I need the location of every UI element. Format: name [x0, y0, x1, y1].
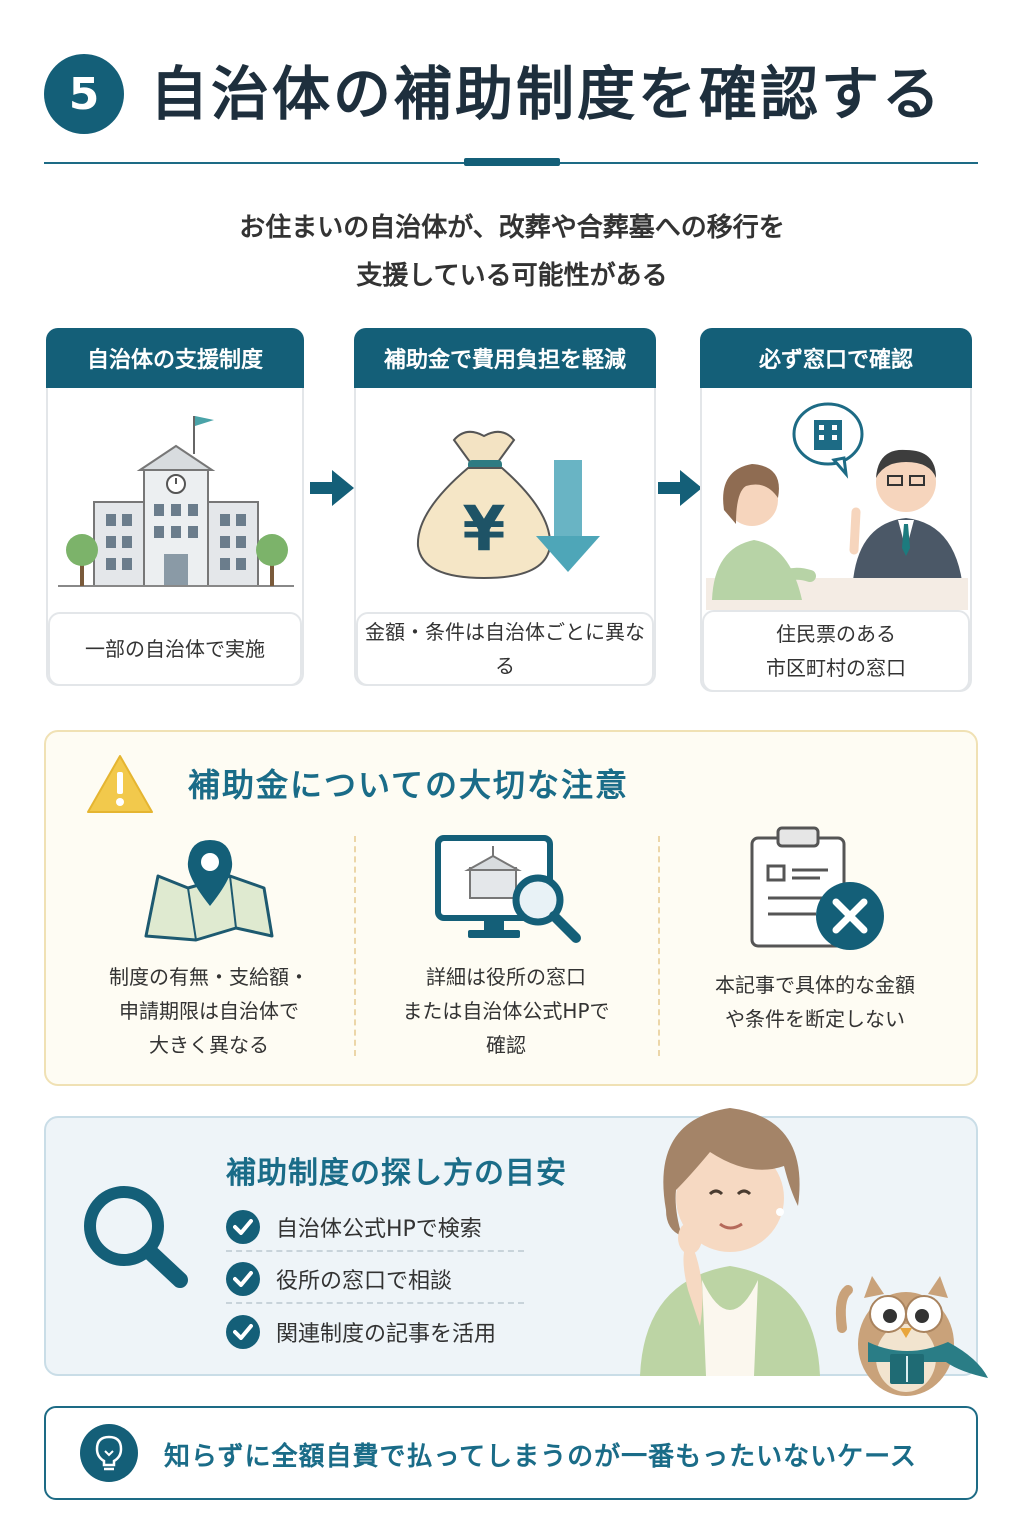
- lightbulb-icon: [80, 1424, 138, 1482]
- caution-title: 補助金についての大切な注意: [188, 766, 630, 804]
- caution-item: 制度の有無・支給額・ 申請期限は自治体で 大きく異なる: [109, 965, 309, 1057]
- step-number: 5: [68, 68, 100, 120]
- caution-item: 詳細は役所の窓口 または自治体公式HPで 確認: [402, 965, 610, 1057]
- search-guide-item: 自治体公式HPで検索: [226, 1204, 524, 1252]
- caution-item: 本記事で具体的な金額 や条件を断定しない: [715, 973, 915, 1031]
- search-guide-panel: [44, 1116, 978, 1376]
- owl-mascot-illustration: [835, 1276, 988, 1396]
- arrow-right-icon: [310, 470, 354, 506]
- search-guide-title: 補助制度の探し方の目安: [226, 1156, 567, 1191]
- caution-divider: [354, 836, 356, 1056]
- money-bag-icon: ¥: [416, 430, 600, 580]
- magnifier-icon: [84, 1186, 188, 1288]
- caution-divider: [658, 836, 660, 1056]
- arrow-right-icon: [658, 470, 702, 506]
- woman-illustration: [640, 1108, 820, 1376]
- city-hall-icon: [58, 416, 294, 587]
- card-support-system: 自治体の支援制度 一部の自治体で実施: [46, 328, 304, 686]
- counter-consultation-icon: [706, 402, 968, 610]
- card-note: 住民票のある 市区町村の窓口: [702, 610, 970, 692]
- intro-line-1: お住まいの自治体が、改葬や合葬墓への移行を: [239, 213, 785, 243]
- warning-icon: [87, 755, 153, 813]
- intro-text: お住まいの自治体が、改葬や合葬墓への移行を 支援している可能性がある: [100, 204, 924, 300]
- page-title: 自治体の補助制度を確認する: [150, 60, 944, 128]
- check-icon: [226, 1315, 260, 1349]
- card-title: 補助金で費用負担を軽減: [354, 328, 656, 388]
- search-guide-item: 役所の窓口で相談: [226, 1256, 524, 1304]
- card-counter: 必ず窓口で確認 住民票のある 市区町村の窓口: [700, 328, 972, 692]
- card-title: 必ず窓口で確認: [700, 328, 972, 388]
- tip-banner: [44, 1406, 978, 1500]
- card-note: 一部の自治体で実施: [48, 612, 302, 686]
- step-number-badge: 5: [44, 54, 124, 134]
- card-title: 自治体の支援制度: [46, 328, 304, 388]
- svg-text:¥: ¥: [462, 492, 505, 565]
- tip-text: 知らずに全額自費で払ってしまうのが一番もったいないケース: [164, 1442, 917, 1472]
- title-divider-accent: [464, 158, 560, 166]
- clipboard-cancel-icon: [750, 826, 884, 950]
- card-subsidy: 補助金で費用負担を軽減 ¥ 金額・条件は自治体ごとに異なる: [354, 328, 656, 686]
- check-icon: [226, 1210, 260, 1244]
- map-pin-icon: [144, 840, 274, 942]
- intro-line-2: 支援している可能性がある: [356, 261, 668, 291]
- card-note: 金額・条件は自治体ごとに異なる: [356, 612, 654, 686]
- check-icon: [226, 1262, 260, 1296]
- search-guide-item: 関連制度の記事を活用: [226, 1308, 524, 1356]
- monitor-search-icon: [435, 835, 581, 943]
